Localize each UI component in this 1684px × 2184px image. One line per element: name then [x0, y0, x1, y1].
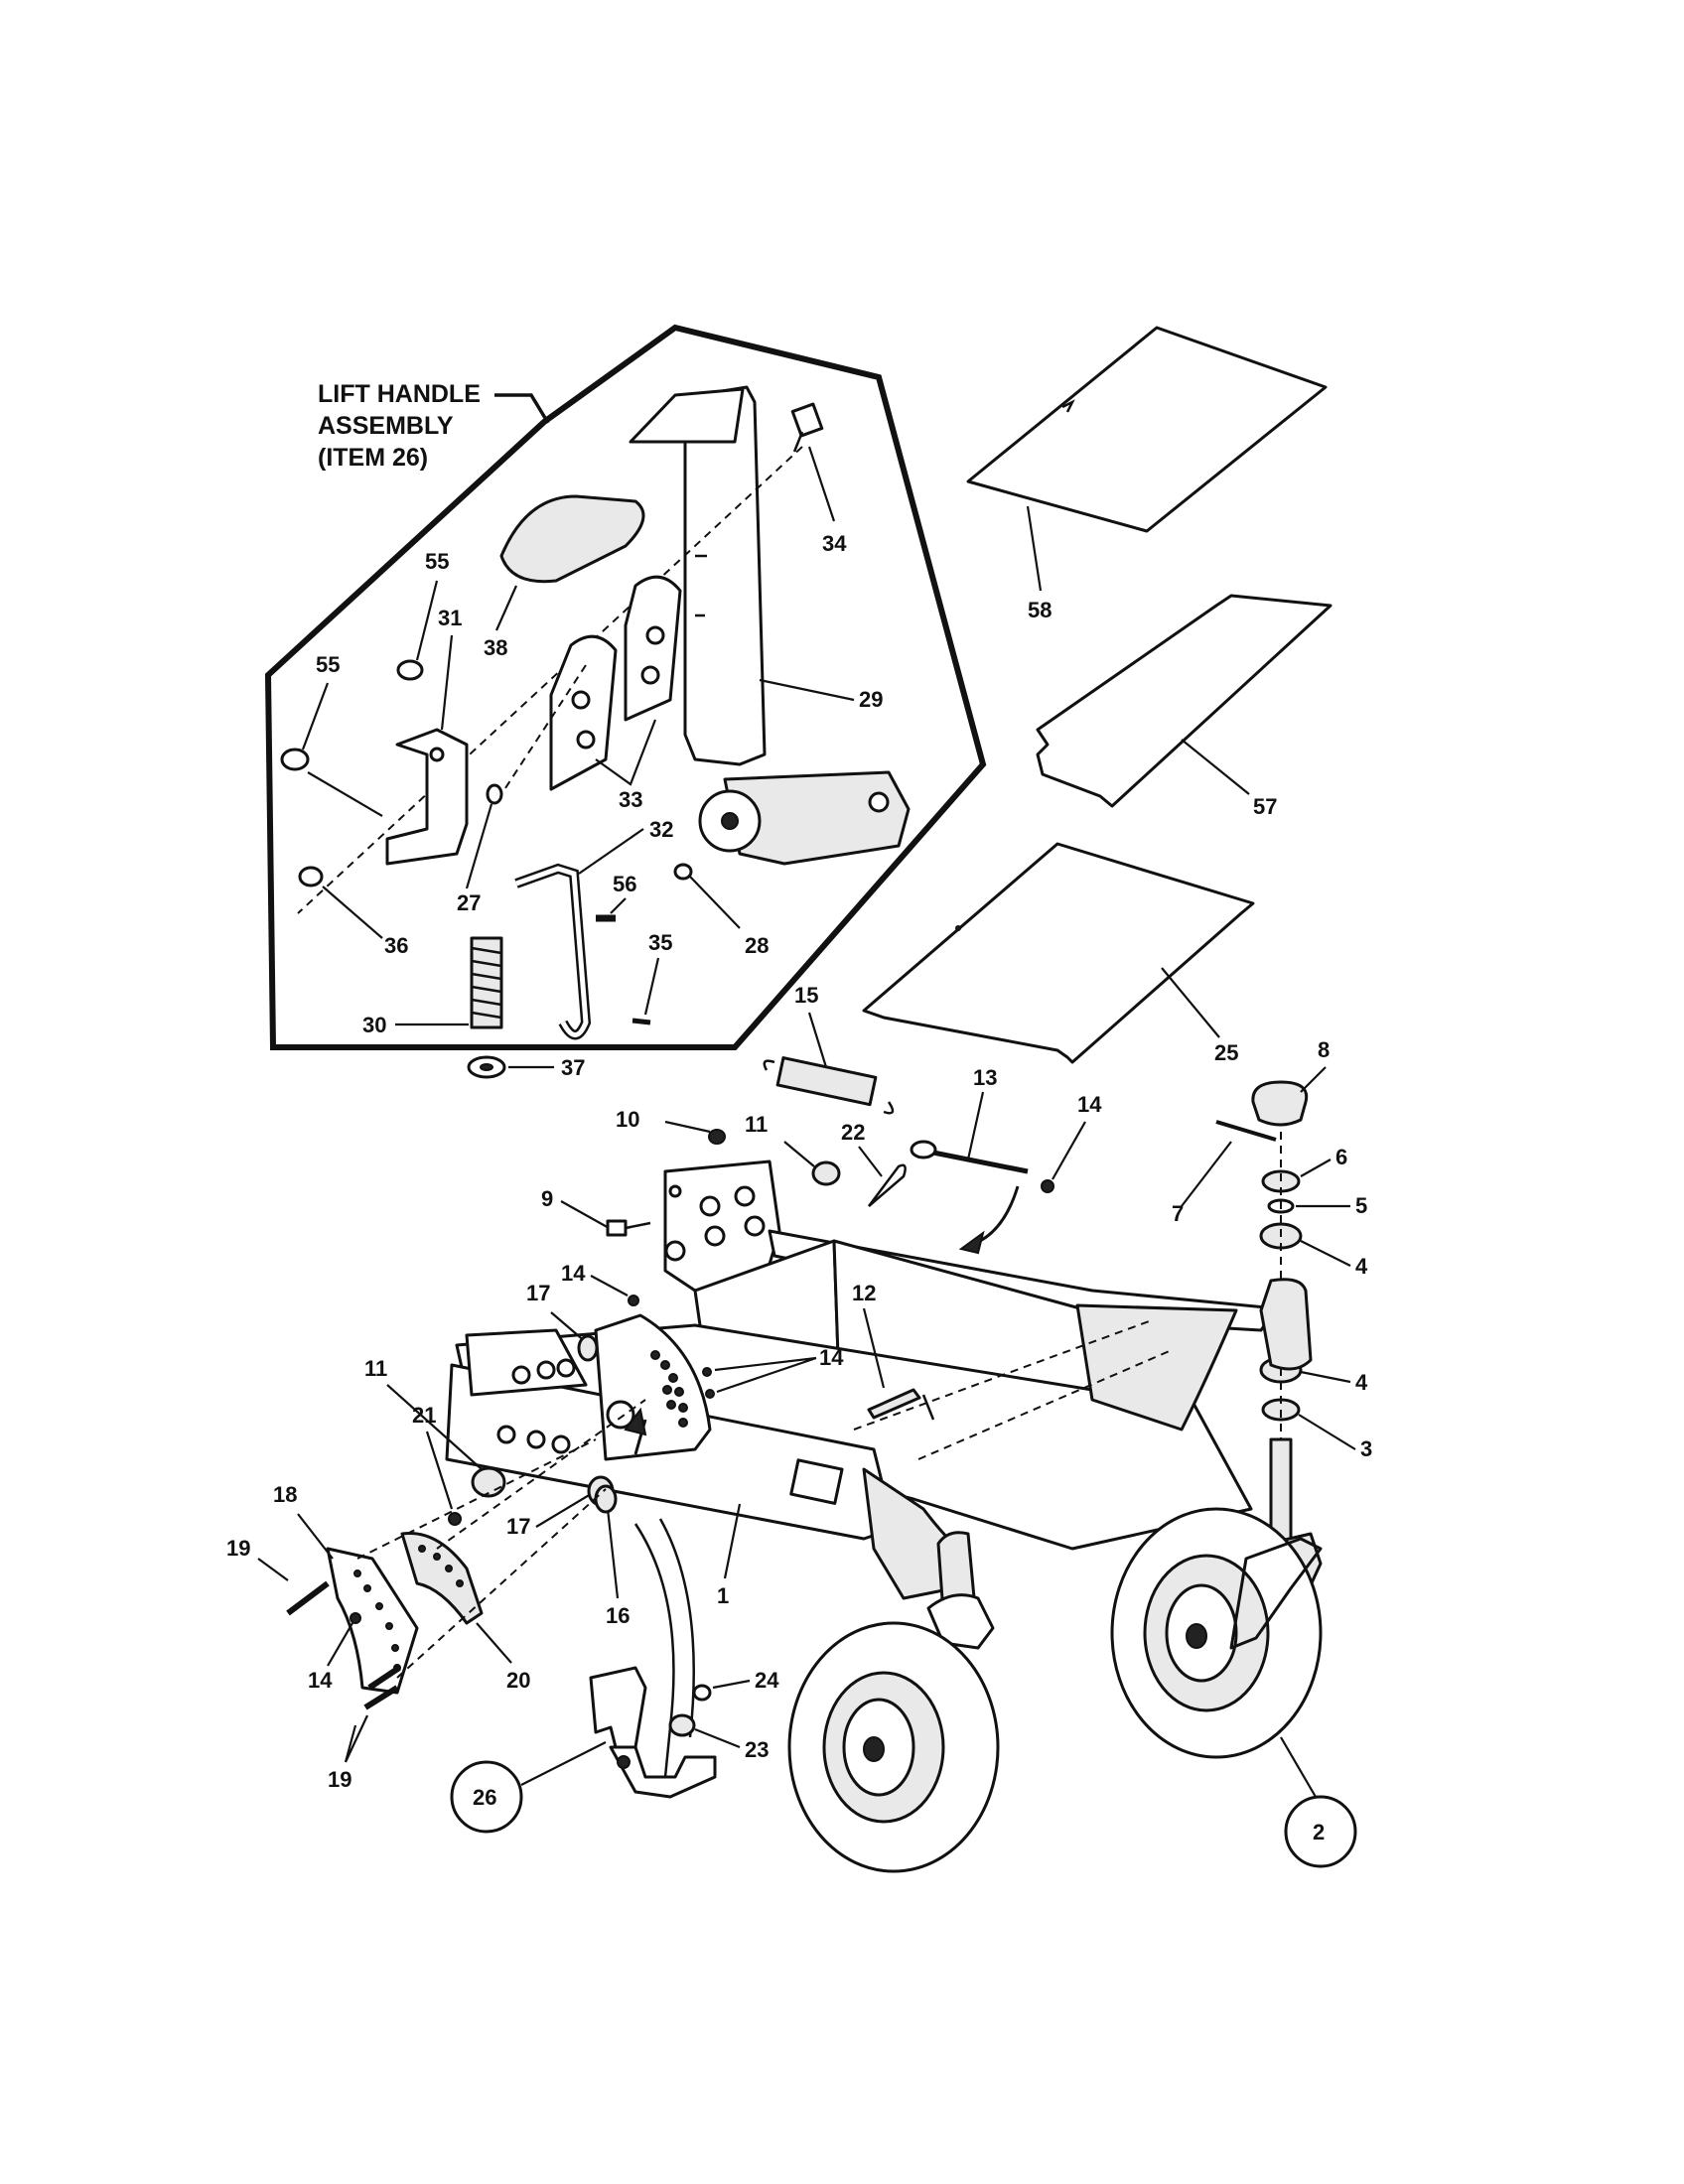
- callout-34: 34: [822, 531, 847, 556]
- callout-18: 18: [273, 1482, 297, 1507]
- callout-20: 20: [506, 1668, 530, 1693]
- panel-57: [1036, 594, 1333, 808]
- callout-38: 38: [484, 635, 507, 660]
- callout-24: 24: [755, 1668, 779, 1693]
- bolts-19b: [363, 1665, 401, 1710]
- callout-2-label: 2: [1313, 1820, 1325, 1844]
- circled-callout-26: [450, 1760, 523, 1834]
- callout-5: 5: [1355, 1193, 1367, 1218]
- callout-31: 31: [438, 606, 462, 630]
- rear-wheel: [1110, 1507, 1323, 1759]
- inset-title-leader: [494, 393, 550, 424]
- pin-35: [632, 1018, 651, 1025]
- callout-17b: 17: [506, 1514, 530, 1539]
- callout-26-label: 26: [473, 1785, 496, 1810]
- nut-36: [298, 866, 324, 887]
- inset-title-line-1: LIFT HANDLE: [318, 380, 481, 408]
- nut-23: [668, 1713, 696, 1737]
- nut-55b: [280, 748, 310, 771]
- callout-4b: 4: [1355, 1370, 1368, 1395]
- callout-9: 9: [541, 1186, 553, 1211]
- quadrant-plate-18: [326, 1547, 419, 1695]
- callout-11a: 11: [745, 1112, 768, 1137]
- callout-15: 15: [794, 983, 818, 1008]
- callout-32: 32: [649, 817, 673, 842]
- callout-1: 1: [717, 1583, 729, 1608]
- bushing-11b: [471, 1466, 506, 1498]
- rod-13: [910, 1140, 1029, 1174]
- callout-12: 12: [852, 1281, 876, 1305]
- panel-58: [966, 326, 1328, 533]
- callout-14c: 14: [819, 1345, 844, 1370]
- circled-callout-2: [1284, 1795, 1357, 1868]
- front-wheel: [787, 1593, 1000, 1873]
- callout-13: 13: [973, 1065, 997, 1090]
- inset-title-line-2: ASSEMBLY: [318, 412, 454, 440]
- callout-36: 36: [384, 933, 408, 958]
- quadrant-plate-20: [400, 1531, 484, 1625]
- quadrant-holes: [650, 1350, 688, 1428]
- callout-28: 28: [745, 933, 769, 958]
- callout-11b: 11: [364, 1356, 387, 1381]
- panel-25: [862, 842, 1255, 1064]
- spring-15: [763, 1056, 895, 1115]
- callout-14b: 14: [561, 1261, 586, 1286]
- nut-10: [708, 1129, 726, 1145]
- caster-stack: [1215, 1080, 1309, 1551]
- ring-27: [486, 783, 503, 805]
- nut-21: [448, 1512, 462, 1526]
- nut-28: [673, 863, 693, 881]
- callout-6: 6: [1335, 1145, 1347, 1169]
- bracket-33b: [624, 575, 682, 722]
- callout-14d: 14: [308, 1668, 333, 1693]
- callout-25: 25: [1214, 1040, 1238, 1065]
- bolt-9: [606, 1219, 628, 1237]
- bushing-11a: [811, 1160, 841, 1186]
- inset-frame: [264, 324, 987, 1050]
- callout-56: 56: [613, 872, 636, 896]
- callout-33: 33: [619, 787, 642, 812]
- callout-57: 57: [1253, 794, 1277, 819]
- inset-title-line-3: (ITEM 26): [318, 444, 428, 472]
- bolt-19a: [286, 1580, 330, 1616]
- bracket-33a: [549, 634, 618, 791]
- callout-35: 35: [648, 930, 672, 955]
- callout-37: 37: [561, 1055, 585, 1080]
- nut-14b: [628, 1295, 639, 1306]
- callout-19a: 19: [226, 1536, 250, 1561]
- nut-14a: [1041, 1179, 1054, 1193]
- callout-19b: 19: [328, 1767, 351, 1792]
- callout-55b: 55: [316, 652, 340, 677]
- lift-handle-26: [589, 1518, 717, 1799]
- callout-27: 27: [457, 890, 481, 915]
- pin-17a: [577, 1334, 599, 1362]
- callout-21: 21: [412, 1403, 436, 1428]
- callout-4a: 4: [1355, 1254, 1368, 1279]
- callout-22: 22: [841, 1120, 865, 1145]
- callout-23: 23: [745, 1737, 769, 1762]
- spring-30: [470, 936, 503, 1029]
- grip-pad: [499, 494, 645, 584]
- callout-10: 10: [616, 1107, 639, 1132]
- lift-handle-part: [629, 385, 911, 866]
- callout-3: 3: [1360, 1436, 1372, 1461]
- callout-58: 58: [1028, 598, 1052, 622]
- callout-29: 29: [859, 687, 883, 712]
- lift-handle-assembly-inset: LIFT HANDLE ASSEMBLY (ITEM 26): [264, 324, 987, 1080]
- callout-16: 16: [606, 1603, 630, 1628]
- main-frame: [445, 1160, 1313, 1617]
- pin-22: [868, 1163, 907, 1207]
- bracket-31: [385, 728, 469, 866]
- callout-8: 8: [1318, 1037, 1330, 1062]
- callout-7: 7: [1172, 1201, 1184, 1226]
- washer-24: [692, 1684, 712, 1702]
- callout-17a: 17: [526, 1281, 550, 1305]
- bolt-34: [790, 402, 824, 453]
- nut-55a: [396, 659, 424, 681]
- callout-30: 30: [362, 1013, 386, 1037]
- callout-14a: 14: [1077, 1092, 1102, 1117]
- callout-55a: 55: [425, 549, 449, 574]
